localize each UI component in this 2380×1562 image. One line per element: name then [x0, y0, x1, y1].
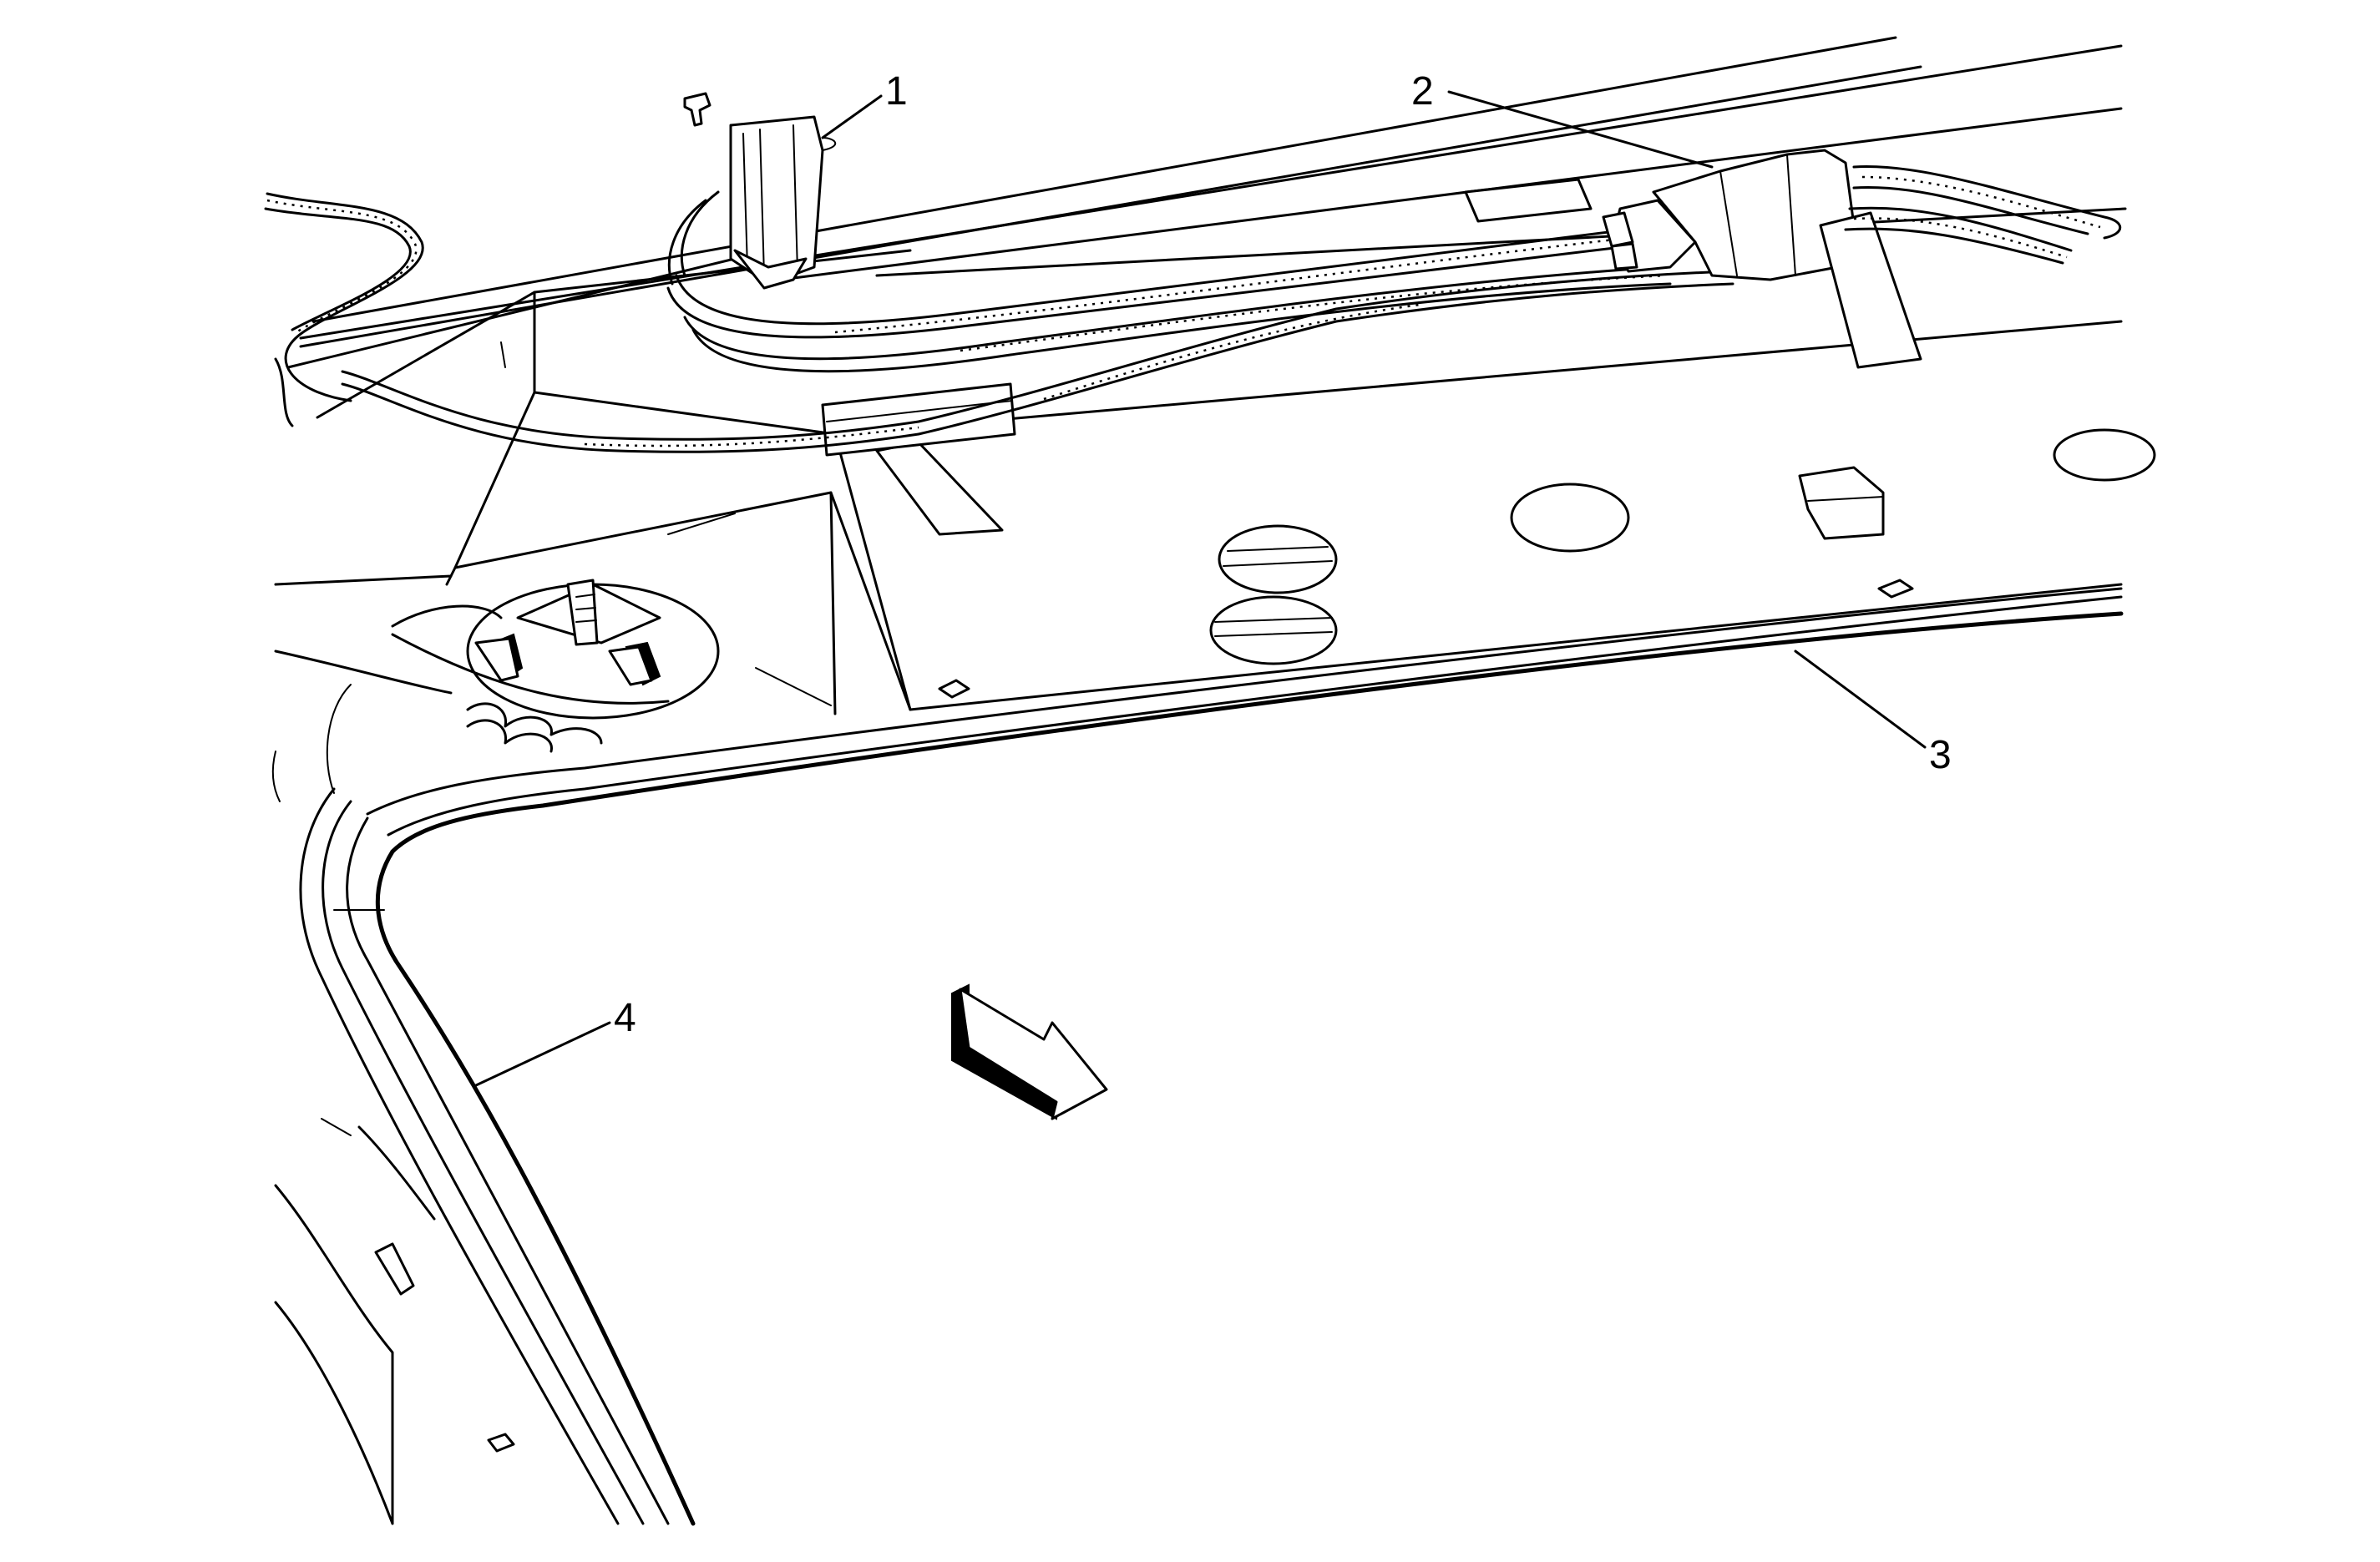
- push-pin-fastener: [683, 92, 711, 127]
- direction-arrow-icon: [951, 983, 1108, 1120]
- roof-rails: [286, 36, 2127, 419]
- wiring-harness-left: [264, 192, 920, 453]
- callout-4: 4: [614, 996, 636, 1040]
- connector-2: [1602, 149, 2122, 369]
- callout-leaders: [474, 90, 1927, 1087]
- clip-assembly: [391, 579, 720, 753]
- roof-bracket-panel: [445, 178, 2123, 715]
- panel-holes: [938, 428, 2156, 699]
- leader-line-2: [1447, 90, 1714, 169]
- panel-hole: [1218, 524, 1338, 594]
- callout-3: 3: [1929, 733, 1952, 777]
- leader-line-3: [1794, 650, 1927, 749]
- panel-hole: [1209, 595, 1338, 665]
- window-glass: [299, 587, 2124, 1526]
- connector-1: [667, 92, 836, 290]
- callout-2: 2: [1411, 69, 1434, 114]
- callout-1: 1: [885, 69, 908, 114]
- callout-labels: 1 2 3 4: [614, 69, 1952, 1040]
- door-slot: [374, 1242, 415, 1296]
- leader-line-1: [821, 94, 883, 139]
- leader-line-4: [474, 1021, 611, 1087]
- panel-hole: [1510, 483, 1630, 553]
- panel-slot: [1798, 466, 1885, 540]
- wiring-harness-main: [666, 228, 1734, 436]
- retainer-clip: [566, 579, 599, 646]
- door-frame: [271, 574, 515, 1525]
- panel-hole: [2053, 428, 2156, 482]
